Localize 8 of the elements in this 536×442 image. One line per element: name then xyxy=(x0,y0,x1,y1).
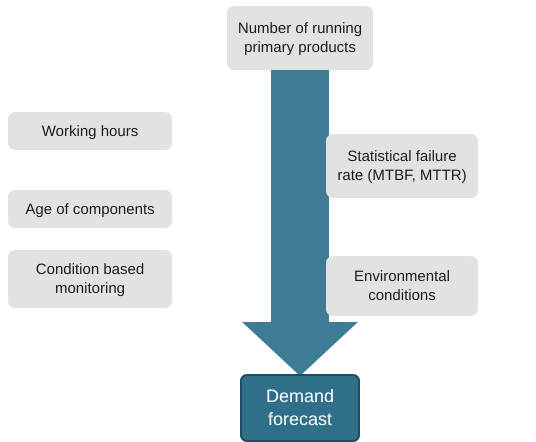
factor-box: Condition based monitoring xyxy=(8,250,172,308)
factor-box: Age of components xyxy=(8,190,172,228)
factor-box: Environmental conditions xyxy=(326,256,478,316)
arrow xyxy=(242,70,358,376)
factor-box: Statistical failure rate (MTBF, MTTR) xyxy=(326,134,478,198)
result-box: Demand forecast xyxy=(240,374,360,442)
factor-box: Working hours xyxy=(8,112,172,150)
factor-box: Number of running primary products xyxy=(227,6,373,70)
